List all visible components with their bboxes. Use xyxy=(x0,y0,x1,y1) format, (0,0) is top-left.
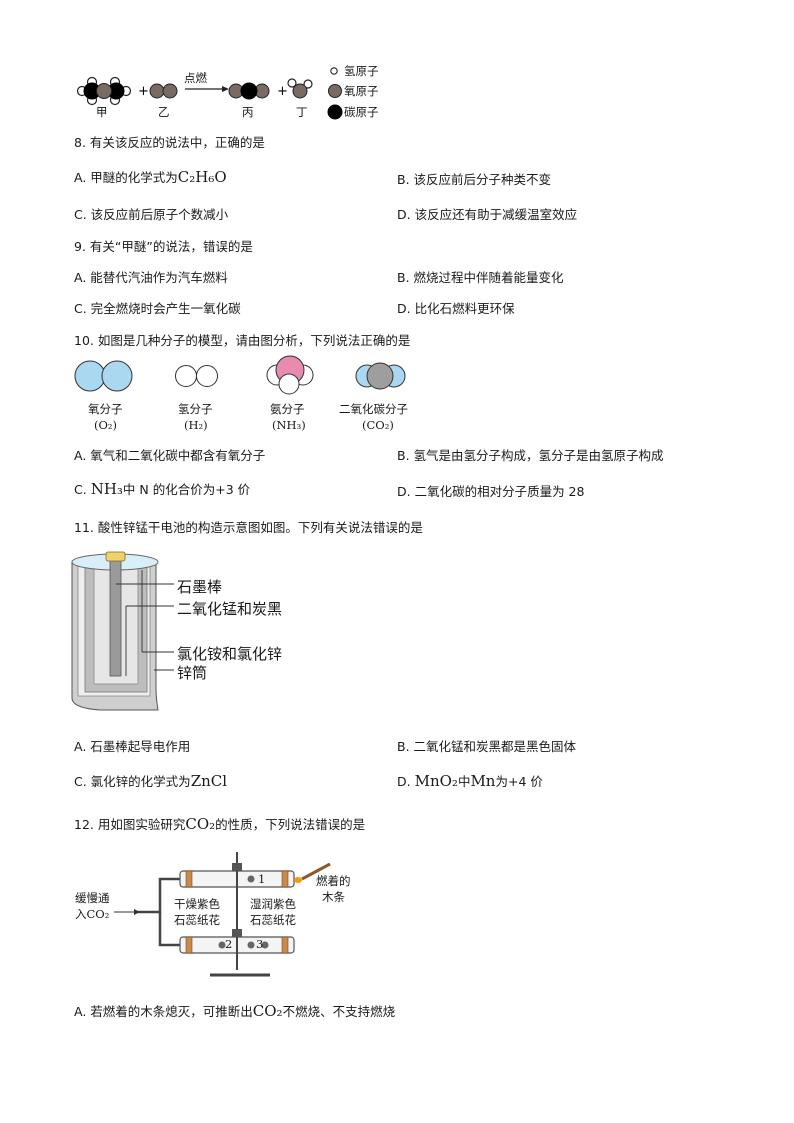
apparatus-stick-1: 燃着的 xyxy=(316,874,351,888)
q11-d-element: Mn xyxy=(470,772,496,790)
legend-symbols xyxy=(327,67,343,120)
label-bing: 丙 xyxy=(242,105,254,119)
molecule-name-h2: 氢分子 xyxy=(178,402,213,416)
molecule-jia xyxy=(76,76,132,106)
oxygen-molecule-model xyxy=(74,360,133,392)
q8-option-d: D. 该反应还有助于减缓温室效应 xyxy=(397,207,578,222)
molecule-formula-h2: (H₂) xyxy=(184,418,208,432)
q11-d-formula: MnO₂ xyxy=(414,772,458,790)
q10-c-label: C. xyxy=(74,482,87,497)
q8-option-a: A. 甲醚的化学式为C₂H₆O xyxy=(74,167,227,186)
arrow-label: 点燃 xyxy=(184,71,207,85)
molecule-formula-o2: (O₂) xyxy=(94,418,118,432)
q12-stem: 12. 用如图实验研究CO₂的性质，下列说法错误的是 xyxy=(74,814,365,833)
apparatus-inlet-2: 入CO₂ xyxy=(75,907,110,921)
q12-a-prefix: A. 若燃着的木条熄灭，可推断出 xyxy=(74,1004,253,1019)
label-jia: 甲 xyxy=(96,105,108,119)
q11-option-b: B. 二氧化锰和炭黑都是黑色固体 xyxy=(397,739,577,754)
q11-option-d: D. MnO₂中Mn为+4 价 xyxy=(397,771,543,790)
q11-option-c: C. 氯化锌的化学式为ZnCl xyxy=(74,771,227,790)
q12-stem-prefix: 12. 用如图实验研究 xyxy=(74,817,186,832)
q10-c-formula: NH₃ xyxy=(90,480,123,498)
battery-diagram xyxy=(71,551,174,711)
battery-label-graphite: 石墨棒 xyxy=(177,578,223,596)
q11-option-a: A. 石墨棒起导电作用 xyxy=(74,739,191,754)
apparatus-stick-2: 木条 xyxy=(322,890,345,904)
q12-a-formula: CO₂ xyxy=(252,1002,283,1020)
q9-option-d: D. 比化石燃料更环保 xyxy=(397,301,515,316)
apparatus-inlet-1: 缓慢通 xyxy=(75,891,110,905)
apparatus-dry-1: 干燥紫色 xyxy=(174,897,220,911)
q12-option-a: A. 若燃着的木条熄灭，可推断出CO₂不燃烧、不支持燃烧 xyxy=(74,1001,395,1020)
apparatus-number-3: 3 xyxy=(256,937,264,951)
co2-apparatus xyxy=(114,852,331,977)
q12-a-suffix: 不燃烧、不支持燃烧 xyxy=(282,1004,396,1019)
q11-c-formula: ZnCl xyxy=(190,772,228,790)
q8-a-text: A. 甲醚的化学式为 xyxy=(74,170,178,185)
battery-label-zinc: 锌筒 xyxy=(177,664,208,682)
molecule-yi xyxy=(149,83,178,99)
q11-d-mid: 中 xyxy=(457,774,471,789)
q12-stem-formula: CO₂ xyxy=(185,815,216,833)
q9-option-b: B. 燃烧过程中伴随着能量变化 xyxy=(397,270,564,285)
molecule-formula-co2: (CO₂) xyxy=(362,418,394,432)
apparatus-number-2: 2 xyxy=(225,937,233,951)
q12-stem-suffix: 的性质，下列说法错误的是 xyxy=(215,817,366,832)
apparatus-number-1: 1 xyxy=(258,872,266,886)
label-yi: 乙 xyxy=(158,105,170,119)
q8-option-c: C. 该反应前后原子个数减小 xyxy=(74,207,229,222)
q10-option-a: A. 氧气和二氧化碳中都含有氧分子 xyxy=(74,448,266,463)
q11-d-label: D. xyxy=(397,774,411,789)
q8-option-b: B. 该反应前后分子种类不变 xyxy=(397,172,552,187)
q10-stem: 10. 如图是几种分子的模型，请由图分析，下列说法正确的是 xyxy=(74,333,411,348)
legend-oxygen: 氧原子 xyxy=(344,84,379,98)
reaction-arrow xyxy=(185,86,229,92)
apparatus-wet-2: 石蕊纸花 xyxy=(250,913,296,927)
reaction-diagram: + + xyxy=(76,67,343,120)
battery-label-salts: 氯化铵和氯化锌 xyxy=(177,645,283,663)
q10-option-c: C. NH₃中 N 的化合价为+3 价 xyxy=(74,479,250,498)
molecule-name-co2: 二氧化碳分子 xyxy=(339,402,408,416)
q8-stem: 8. 有关该反应的说法中，正确的是 xyxy=(74,135,265,150)
plus-2: + xyxy=(277,84,288,99)
q9-stem: 9. 有关“甲醚”的说法，错误的是 xyxy=(74,239,253,254)
molecule-ding xyxy=(287,78,313,99)
q10-c-text: 中 N 的化合价为+3 价 xyxy=(122,482,251,497)
ammonia-molecule-model xyxy=(266,355,314,395)
battery-label-mno2: 二氧化锰和炭黑 xyxy=(177,600,283,618)
q11-stem: 11. 酸性锌锰干电池的构造示意图如图。下列有关说法错误的是 xyxy=(74,520,423,535)
molecule-name-o2: 氧分子 xyxy=(88,402,123,416)
molecule-formula-nh3: (NH₃) xyxy=(272,418,306,432)
q8-a-formula: C₂H₆O xyxy=(177,168,227,186)
co2-molecule-model xyxy=(355,362,406,390)
q11-d-text: 为+4 价 xyxy=(495,774,543,789)
hydrogen-molecule-model xyxy=(175,365,218,387)
legend-carbon: 碳原子 xyxy=(344,105,379,119)
q11-c-text: C. 氯化锌的化学式为 xyxy=(74,774,191,789)
plus-1: + xyxy=(138,84,149,99)
q9-option-c: C. 完全燃烧时会产生一氧化碳 xyxy=(74,301,241,316)
q9-option-a: A. 能替代汽油作为汽车燃料 xyxy=(74,270,228,285)
q10-option-d: D. 二氧化碳的相对分子质量为 28 xyxy=(397,484,585,499)
molecule-bing xyxy=(228,82,270,100)
q10-option-b: B. 氢气是由氢分子构成，氢分子是由氢原子构成 xyxy=(397,448,664,463)
molecule-models xyxy=(74,355,406,395)
apparatus-wet-1: 湿润紫色 xyxy=(250,897,296,911)
legend-hydrogen: 氢原子 xyxy=(344,64,379,78)
molecule-name-nh3: 氨分子 xyxy=(270,402,305,416)
apparatus-dry-2: 石蕊纸花 xyxy=(174,913,220,927)
label-ding: 丁 xyxy=(296,105,308,119)
